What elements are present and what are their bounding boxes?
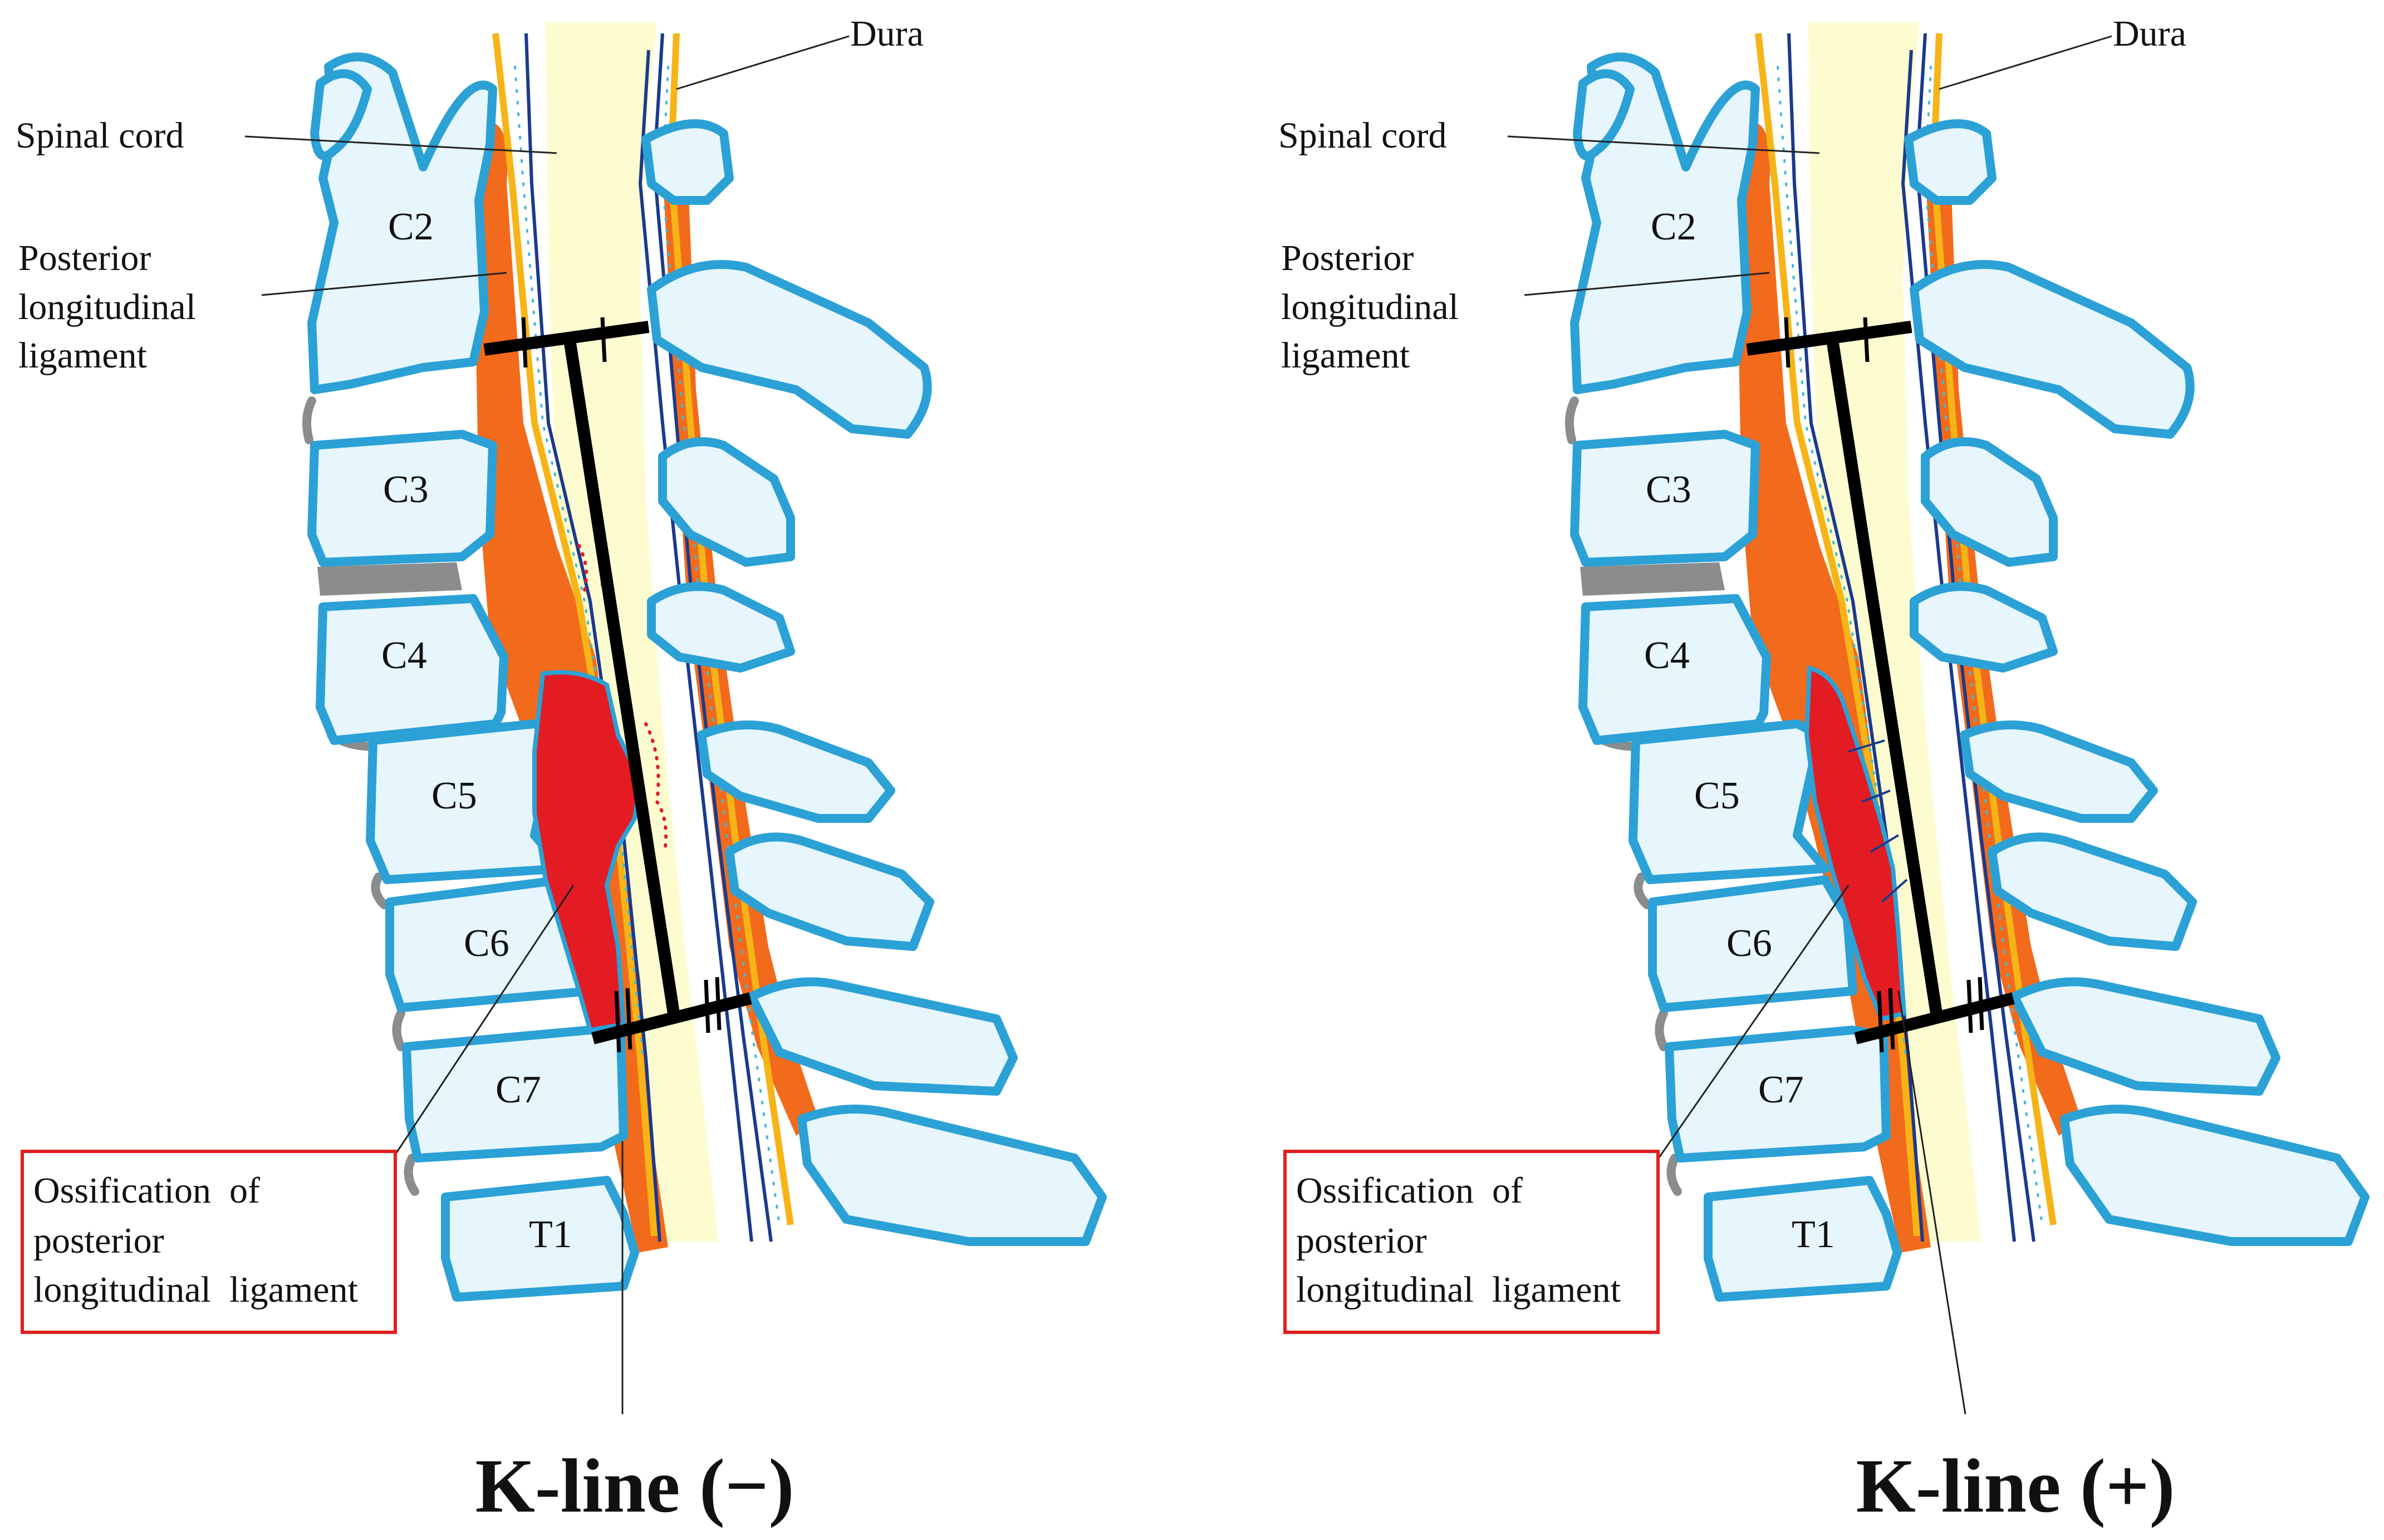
opll-label-box	[1283, 1150, 1660, 1334]
vertebra-c6-label: C6	[464, 922, 509, 965]
opll-label-line1: Ossification of	[1296, 1170, 1523, 1211]
spinal-cord-label: Spinal cord	[1278, 115, 1446, 156]
panel-k-line-positive: Dura Spinal cord Posterior longitudinal …	[1278, 13, 2365, 1528]
opll-label-line3: longitudinal ligament	[33, 1269, 358, 1310]
vertebra-c5-label: C5	[431, 774, 477, 817]
opll-mass	[1804, 665, 1907, 1022]
dura-label: Dura	[850, 13, 924, 54]
k-line-c2-bar	[1746, 321, 1912, 356]
vertebra-c5-label: C5	[1694, 774, 1740, 817]
panel-k-line-negative: Dura Spinal cord Posterior longitudinal …	[16, 13, 1102, 1528]
vertebra-c4-label: C4	[1644, 634, 1690, 677]
pll-label-line2: longitudinal	[18, 287, 196, 327]
pll-label-line1: Posterior	[18, 238, 151, 278]
k-line	[1826, 339, 1942, 1014]
vertebra-c2-label: C2	[1651, 205, 1696, 248]
vertebra-c7-label: C7	[1758, 1068, 1804, 1111]
vertebra-t1-label: T1	[1792, 1213, 1835, 1256]
vertebra-c6-label: C6	[1726, 922, 1772, 965]
vertebra-t1-label: T1	[529, 1213, 572, 1256]
spinal-cord-label: Spinal cord	[16, 115, 184, 156]
opll-label-line1: Ossification of	[33, 1170, 260, 1211]
opll-label-line2: posterior	[33, 1220, 164, 1261]
panel-title-k-line-negative: K-line (−)	[475, 1443, 794, 1528]
pll-label-line1: Posterior	[1281, 238, 1414, 278]
opll-label-line2: posterior	[1296, 1220, 1427, 1261]
opll-mass	[532, 670, 643, 1033]
opll-label-line3: longitudinal ligament	[1296, 1269, 1621, 1310]
vertebra-c3-label: C3	[1646, 468, 1691, 511]
panel-title-k-line-positive: K-line (+)	[1856, 1443, 2175, 1528]
dura-label: Dura	[2113, 13, 2186, 54]
k-line	[563, 339, 680, 1014]
pll-label-line2: longitudinal	[1281, 287, 1459, 327]
vertebra-c2-label: C2	[388, 205, 434, 248]
pll-label-line3: ligament	[18, 335, 147, 376]
clearance-arrows	[1848, 739, 1908, 903]
vertebra-c3-label: C3	[383, 468, 429, 511]
vertebra-c4-label: C4	[381, 634, 427, 677]
pll-label-line3: ligament	[1281, 335, 1410, 376]
vertebra-c7-label: C7	[496, 1068, 541, 1111]
k-line-c2-bar	[483, 321, 650, 356]
opll-label-box	[21, 1150, 397, 1334]
